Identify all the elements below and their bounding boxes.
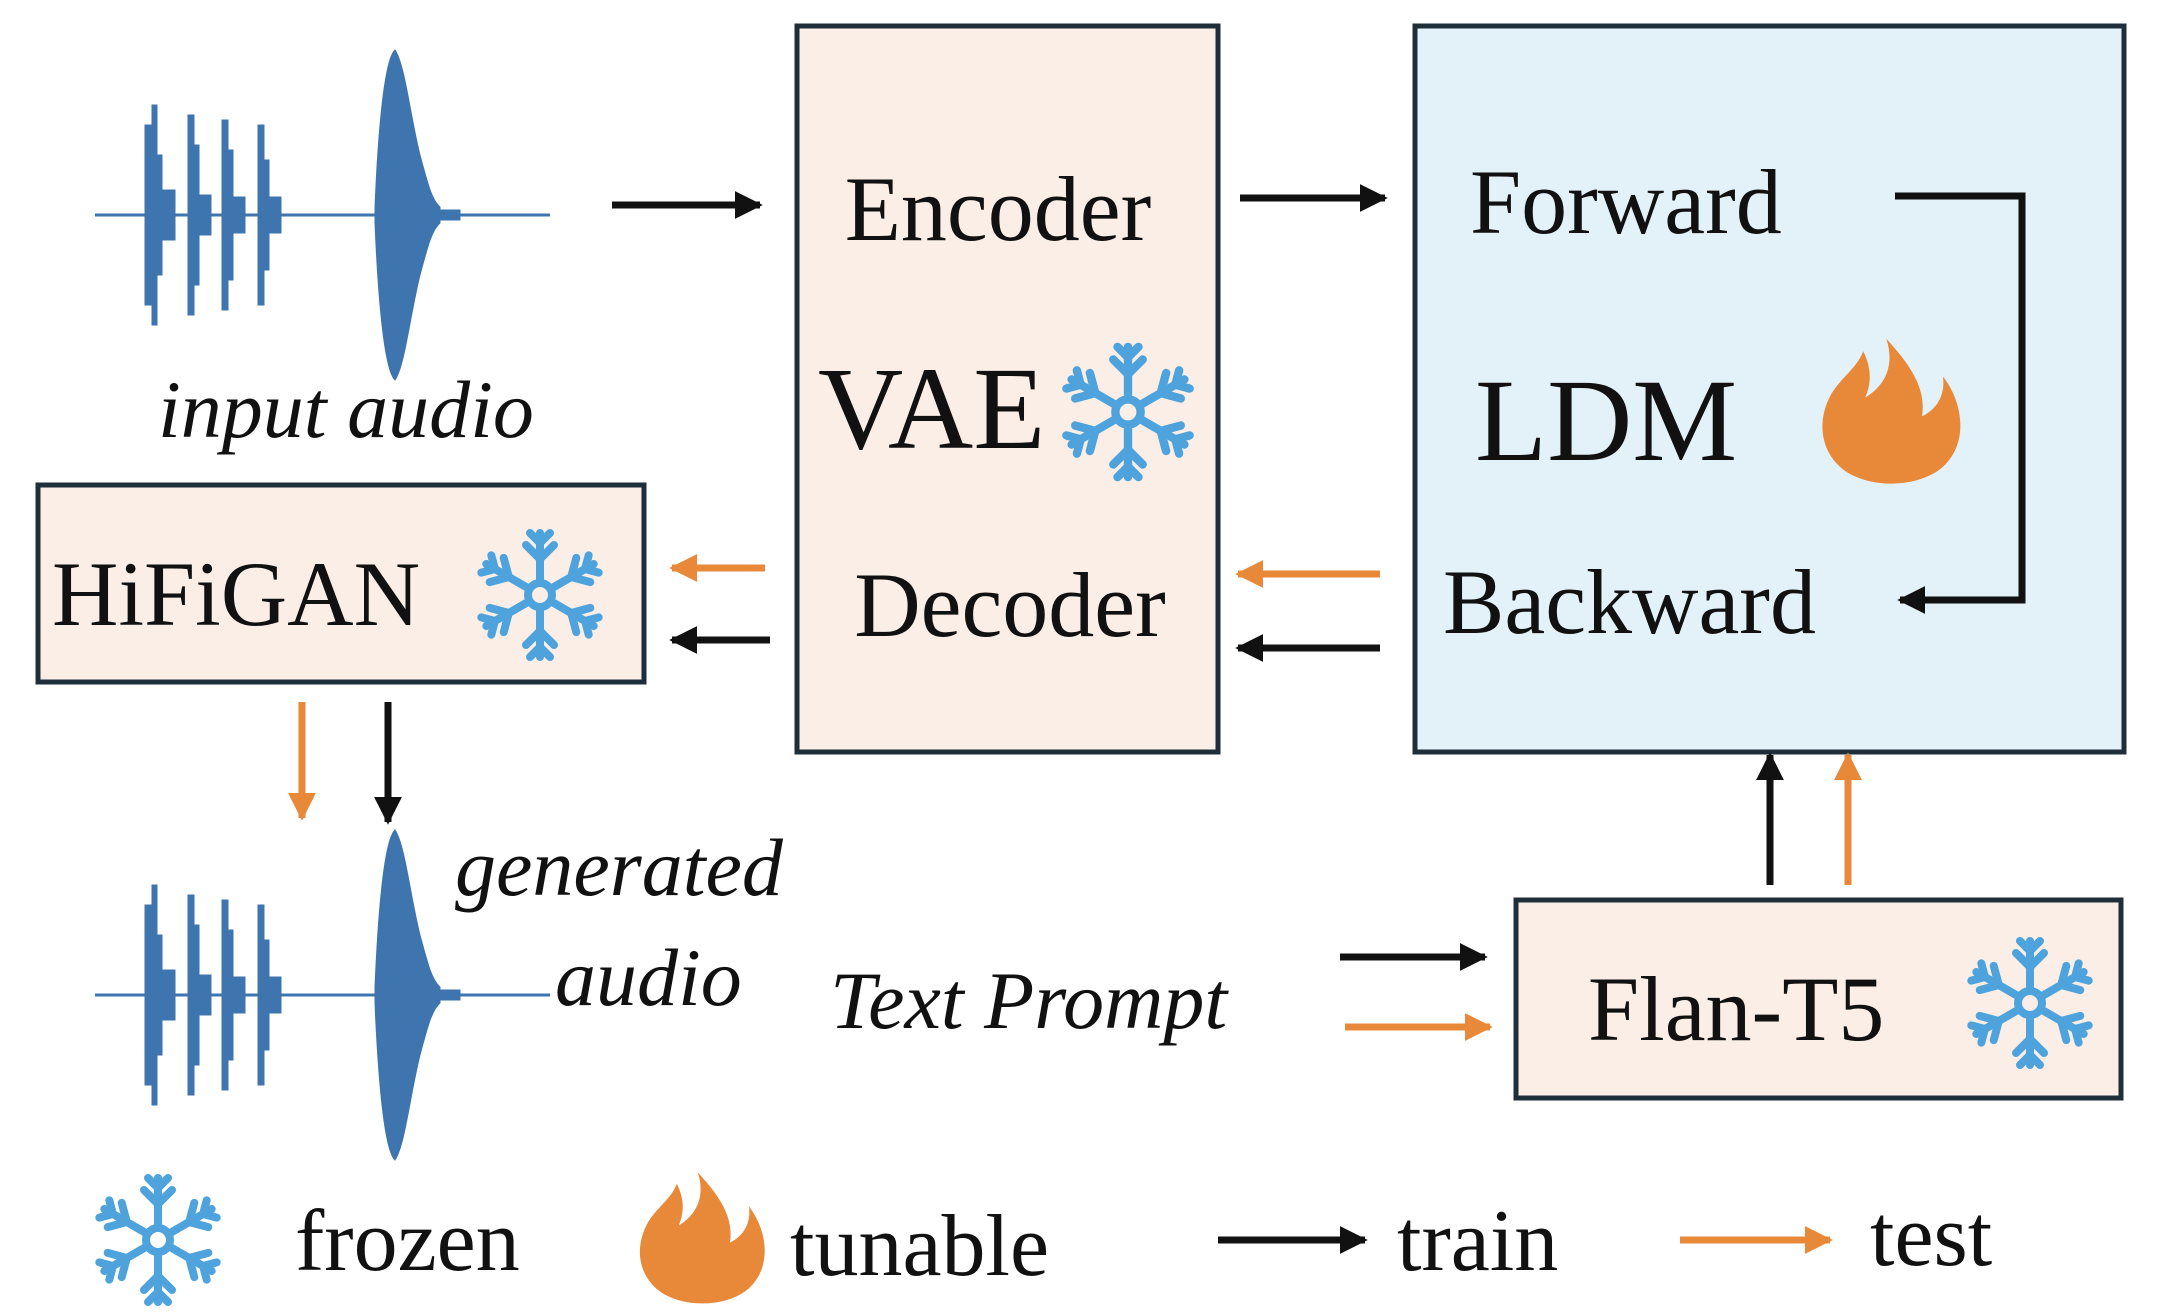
encoder-label: Encoder [845, 158, 1152, 260]
ldm-box [1412, 23, 2127, 755]
legend-frozen-label: frozen [295, 1193, 520, 1290]
vae-box [794, 23, 1221, 755]
vae-label: VAE [818, 343, 1045, 474]
legend-frozen-snowflake-icon [97, 1178, 218, 1302]
legend-tunable-label: tunable [790, 1198, 1049, 1295]
input-audio-waveform [95, 49, 550, 381]
flan-t5-label: Flan-T5 [1588, 958, 1884, 1060]
generated-audio-waveform [95, 829, 550, 1161]
backward-label: Backward [1443, 551, 1816, 653]
forward-label: Forward [1470, 151, 1782, 253]
legend-test-label: test [1870, 1188, 1992, 1285]
generated-audio-label-line1: generated [455, 822, 784, 913]
hifigan-label: HiFiGAN [52, 543, 420, 645]
ldm-label: LDM [1475, 355, 1737, 486]
legend: frozen tunable train test [97, 1172, 1992, 1303]
generated-audio-label-line2: audio [555, 932, 742, 1023]
decoder-label: Decoder [854, 554, 1166, 656]
legend-train-label: train [1397, 1193, 1558, 1290]
input-audio-label: input audio [158, 364, 534, 455]
text-prompt-label: Text Prompt [830, 955, 1229, 1046]
legend-tunable-flame-icon [639, 1172, 765, 1304]
arrow-forward-to-backward-loop [1895, 192, 2026, 614]
